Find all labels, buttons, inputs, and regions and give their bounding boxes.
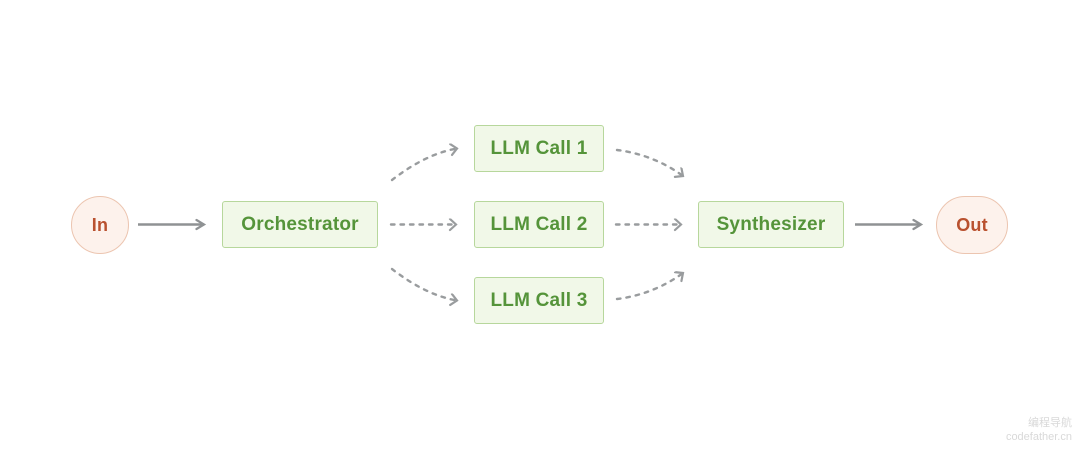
node-llm-call-2-label: LLM Call 2 <box>490 213 588 235</box>
node-synthesizer-label: Synthesizer <box>716 213 826 235</box>
watermark-line1: 编程导航 <box>1028 417 1072 429</box>
node-orchestrator: Orchestrator <box>222 201 378 248</box>
edge-orchestrator-llm3 <box>390 267 457 301</box>
node-llm-call-2: LLM Call 2 <box>474 201 604 248</box>
node-orchestrator-label: Orchestrator <box>241 213 359 235</box>
watermark: 编程导航 codefather.cn <box>1006 416 1072 444</box>
edge-orchestrator-llm1 <box>390 149 457 182</box>
node-in-label: In <box>91 214 109 235</box>
node-llm-call-1-label: LLM Call 1 <box>490 137 588 159</box>
edge-llm3-synthesizer <box>615 273 683 301</box>
node-in: In <box>71 196 129 254</box>
node-llm-call-1: LLM Call 1 <box>474 125 604 172</box>
node-synthesizer: Synthesizer <box>698 201 844 248</box>
watermark-line2: codefather.cn <box>1005 431 1072 443</box>
edge-llm1-synthesizer <box>615 148 683 176</box>
node-llm-call-3-label: LLM Call 3 <box>490 289 588 311</box>
node-out-label: Out <box>956 214 988 235</box>
node-out: Out <box>936 196 1008 254</box>
node-llm-call-3: LLM Call 3 <box>474 277 604 324</box>
